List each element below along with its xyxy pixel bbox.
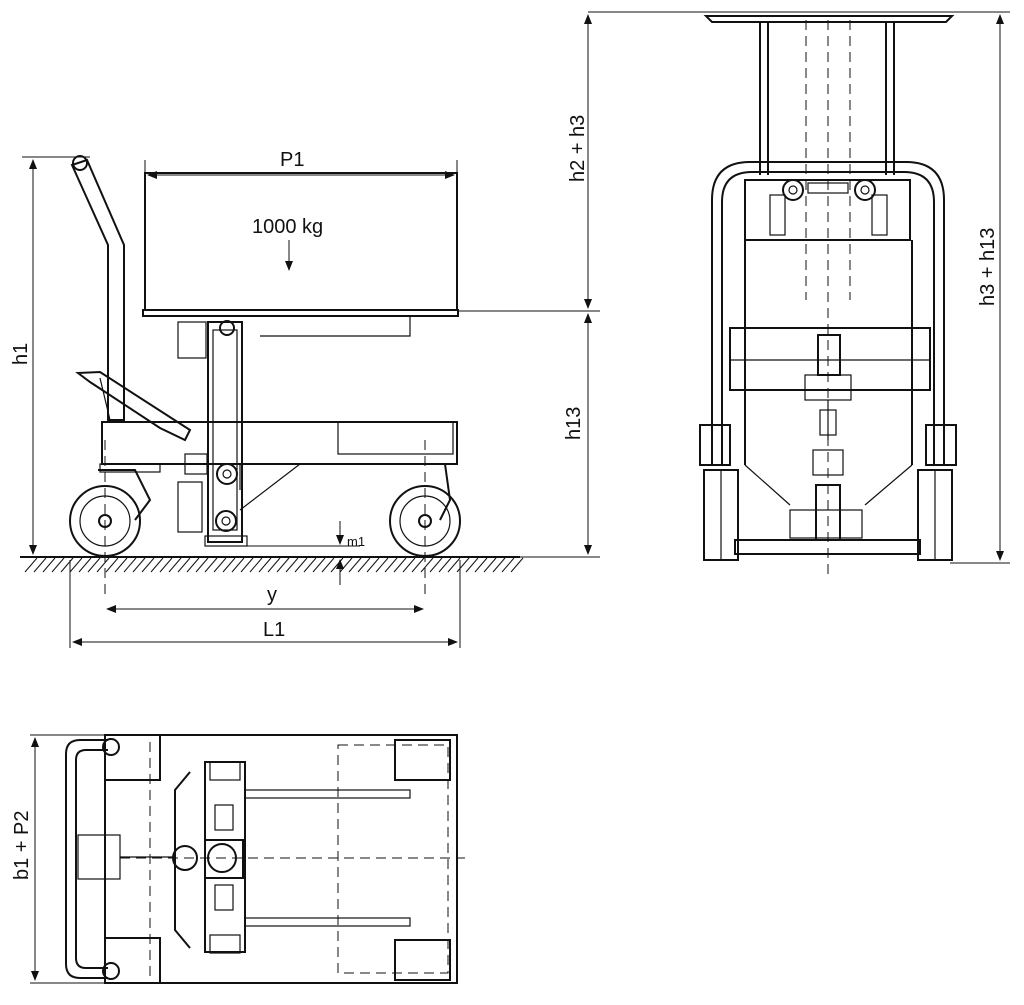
platform	[144, 172, 458, 311]
hatch-line	[321, 557, 335, 573]
hatch-line	[303, 557, 317, 573]
hatch-line	[51, 557, 65, 573]
hatch-line	[24, 557, 38, 573]
hatch-line	[33, 557, 47, 573]
hatch-line	[393, 557, 407, 573]
label-b1-p2: b1 + P2	[11, 810, 33, 880]
hatch-line	[366, 557, 380, 573]
label-h13: h13	[563, 407, 585, 440]
hatch-line	[276, 557, 290, 573]
label-l1: L1	[263, 619, 285, 641]
right-caster	[917, 424, 957, 561]
ground-hatch	[20, 556, 524, 573]
hatch-line	[87, 557, 101, 573]
hatch-line	[222, 557, 236, 573]
hatch-line	[186, 557, 200, 573]
labels: P1 1000 kg h1 h13 m1 y L1 h2 + h3 h3 + h…	[10, 115, 999, 880]
hatch-line	[357, 557, 371, 573]
label-m1: m1	[347, 534, 365, 549]
hatch-line	[78, 557, 92, 573]
chassis	[101, 421, 458, 465]
hatch-line	[60, 557, 74, 573]
hatch-line	[42, 557, 56, 573]
hatch-line	[258, 557, 272, 573]
rear-wheel	[69, 469, 152, 557]
hatch-line	[195, 557, 209, 573]
label-h2-h3: h2 + h3	[567, 115, 589, 182]
hatch-line	[447, 557, 461, 573]
hatch-line	[69, 557, 83, 573]
hatch-line	[483, 557, 497, 573]
side-view	[20, 13, 600, 648]
hatch-line	[150, 557, 164, 573]
hatch-line	[501, 557, 515, 573]
hatch-line	[402, 557, 416, 573]
hatch-line	[204, 557, 218, 573]
hatch-line	[105, 557, 119, 573]
front-view	[588, 11, 1010, 580]
hatch-line	[420, 557, 434, 573]
hatch-line	[384, 557, 398, 573]
label-load: 1000 kg	[252, 216, 323, 238]
hatch-line	[429, 557, 443, 573]
hatch-line	[213, 557, 227, 573]
hatch-line	[456, 557, 470, 573]
label-h3-h13: h3 + h13	[977, 228, 999, 306]
hatch-line	[177, 557, 191, 573]
hatch-line	[231, 557, 245, 573]
front-base	[734, 539, 921, 555]
hatch-line	[285, 557, 299, 573]
hatch-line	[411, 557, 425, 573]
label-y: y	[267, 584, 277, 606]
hatch-line	[249, 557, 263, 573]
hatch-line	[348, 557, 362, 573]
hatch-line	[510, 557, 524, 573]
hatch-line	[294, 557, 308, 573]
hatch-line	[240, 557, 254, 573]
hatch-line	[114, 557, 128, 573]
foot-pedal	[75, 370, 192, 442]
label-p1: P1	[280, 149, 304, 171]
left-caster	[699, 424, 739, 561]
handle	[70, 158, 125, 421]
hatch-line	[132, 557, 146, 573]
hatch-line	[312, 557, 326, 573]
label-h1: h1	[10, 343, 32, 365]
hatch-line	[438, 557, 452, 573]
hatch-line	[267, 557, 281, 573]
handle-frame	[711, 161, 945, 465]
top-view	[30, 734, 465, 984]
hatch-line	[492, 557, 506, 573]
hatch-line	[141, 557, 155, 573]
hatch-line	[159, 557, 173, 573]
hatch-line	[123, 557, 137, 573]
hatch-line	[96, 557, 110, 573]
top-handle	[65, 739, 108, 979]
hatch-line	[474, 557, 488, 573]
hatch-line	[339, 557, 353, 573]
top-plate	[703, 15, 955, 23]
hatch-line	[465, 557, 479, 573]
hatch-line	[168, 557, 182, 573]
hatch-line	[375, 557, 389, 573]
top-frame	[104, 734, 458, 984]
